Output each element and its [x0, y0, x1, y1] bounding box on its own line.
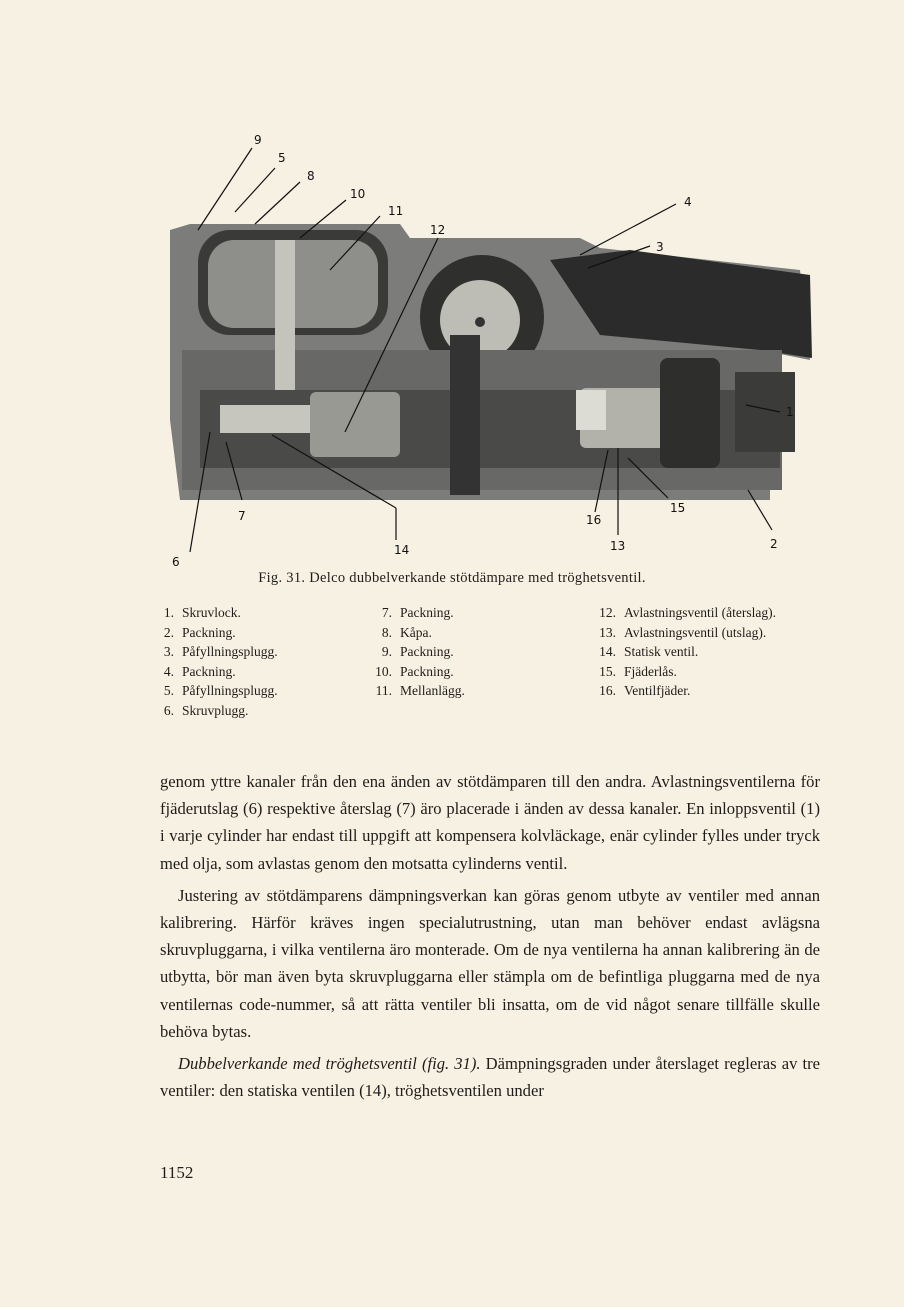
- legend-item: 3. Påfyllningsplugg.: [160, 642, 278, 662]
- figure-caption: Fig. 31. Delco dubbelverkande stötdämpar…: [258, 570, 646, 586]
- legend-item: 10. Packning.: [368, 662, 465, 682]
- legend-number: 8.: [381, 624, 392, 640]
- cutaway-illustration: 9 5 8 10 11 12 4 3 1 15 16 13 2 14 7 6: [170, 133, 812, 569]
- legend-item: 8. Kåpa.: [368, 623, 465, 643]
- paragraph-1: genom yttre kanaler från den ena änden a…: [160, 772, 820, 873]
- legend-label: Påfyllningsplugg.: [182, 683, 278, 699]
- legend-number: 9.: [381, 644, 392, 660]
- legend-item: 15. Fjäderlås.: [594, 662, 776, 682]
- legend-label: Ventilfjäder.: [624, 683, 691, 699]
- legend-label: Mellanlägg.: [400, 683, 465, 699]
- callout-1: 1: [786, 405, 794, 419]
- callout-5: 5: [278, 151, 286, 165]
- paragraph-3-lead: Dubbelverkande med tröghetsventil (fig. …: [178, 1054, 481, 1074]
- legend-column-2: 7. Packning. 8. Kåpa. 9. Packning. 10. Packn…: [368, 603, 465, 701]
- legend-item: 12. Avlastningsventil (återslag).: [594, 603, 776, 623]
- legend-label: Packning.: [182, 624, 236, 640]
- legend-number: 3.: [163, 644, 174, 660]
- callout-7: 7: [238, 509, 246, 523]
- legend-number: 13.: [599, 624, 616, 640]
- shock-absorber-figure: 9 5 8 10 11 12 4 3 1 15 16 13 2 14 7 6: [160, 120, 840, 570]
- legend-label: Fjäderlås.: [624, 663, 677, 679]
- legend-number: 4.: [163, 663, 174, 679]
- legend-column-1: 1. Skruvlock. 2. Packning. 3. Påfyllningspl…: [160, 603, 278, 721]
- legend-label: Avlastningsventil (återslag).: [624, 605, 776, 620]
- legend-item: 16. Ventilfjäder.: [594, 681, 776, 701]
- paragraph-3: Dubbelverkande med tröghetsventil (fig. …: [160, 1050, 820, 1104]
- legend-label: Kåpa.: [400, 624, 432, 640]
- callout-4: 4: [684, 195, 692, 209]
- legend-item: 1. Skruvlock.: [160, 603, 278, 623]
- legend-label: Skruvplugg.: [182, 702, 249, 718]
- legend-item: 2. Packning.: [160, 623, 278, 643]
- legend-number: 5.: [163, 683, 174, 699]
- callout-10: 10: [350, 187, 365, 201]
- legend-number: 12.: [599, 605, 616, 620]
- legend-label: Packning.: [400, 663, 454, 679]
- callout-13: 13: [610, 539, 625, 553]
- legend-item: 7. Packning.: [368, 603, 465, 623]
- legend-label: Påfyllningsplugg.: [182, 644, 278, 660]
- legend-item: 4. Packning.: [160, 662, 278, 682]
- legend-number: 1.: [163, 605, 174, 620]
- legend-label: Packning.: [182, 663, 236, 679]
- legend-item: 9. Packning.: [368, 642, 465, 662]
- callout-9: 9: [254, 133, 262, 147]
- page-number: 1152: [160, 1163, 194, 1182]
- callout-15: 15: [670, 501, 685, 515]
- legend-label: Packning.: [400, 644, 454, 660]
- callout-12: 12: [430, 223, 445, 237]
- callout-14: 14: [394, 543, 409, 557]
- paragraph-3-text: Dämpningsgraden under återslaget reglera…: [160, 1054, 821, 1101]
- callout-2: 2: [770, 537, 778, 551]
- body-text: genom yttre kanaler från den ena änden a…: [160, 768, 820, 1109]
- legend-label: Packning.: [400, 605, 454, 620]
- legend-number: 11.: [375, 683, 392, 699]
- legend-label: Skruvlock.: [182, 605, 241, 620]
- callout-8: 8: [307, 169, 315, 183]
- legend-number: 2.: [163, 624, 174, 640]
- legend-number: 7.: [381, 605, 392, 620]
- legend-number: 10.: [375, 663, 392, 679]
- paragraph-2: Justering av stötdämparens dämpningsverk…: [160, 885, 820, 1041]
- legend-item: 5. Påfyllningsplugg.: [160, 681, 278, 701]
- legend-number: 14.: [599, 644, 616, 660]
- legend-number: 16.: [599, 683, 616, 699]
- legend-label: Avlastningsventil (utslag).: [624, 624, 767, 640]
- legend-item: 11. Mellanlägg.: [368, 681, 465, 701]
- legend-label: Statisk ventil.: [624, 644, 699, 660]
- legend-number: 15.: [599, 663, 616, 679]
- callout-11: 11: [388, 204, 403, 218]
- legend-item: 6. Skruvplugg.: [160, 701, 278, 721]
- callout-16: 16: [586, 513, 601, 527]
- callout-6: 6: [172, 555, 180, 569]
- legend-column-3: 12. Avlastningsventil (återslag). 13. Avla…: [594, 603, 776, 701]
- callout-3: 3: [656, 240, 664, 254]
- legend-number: 6.: [163, 702, 174, 718]
- legend-item: 14. Statisk ventil.: [594, 642, 776, 662]
- legend-item: 13. Avlastningsventil (utslag).: [594, 623, 776, 643]
